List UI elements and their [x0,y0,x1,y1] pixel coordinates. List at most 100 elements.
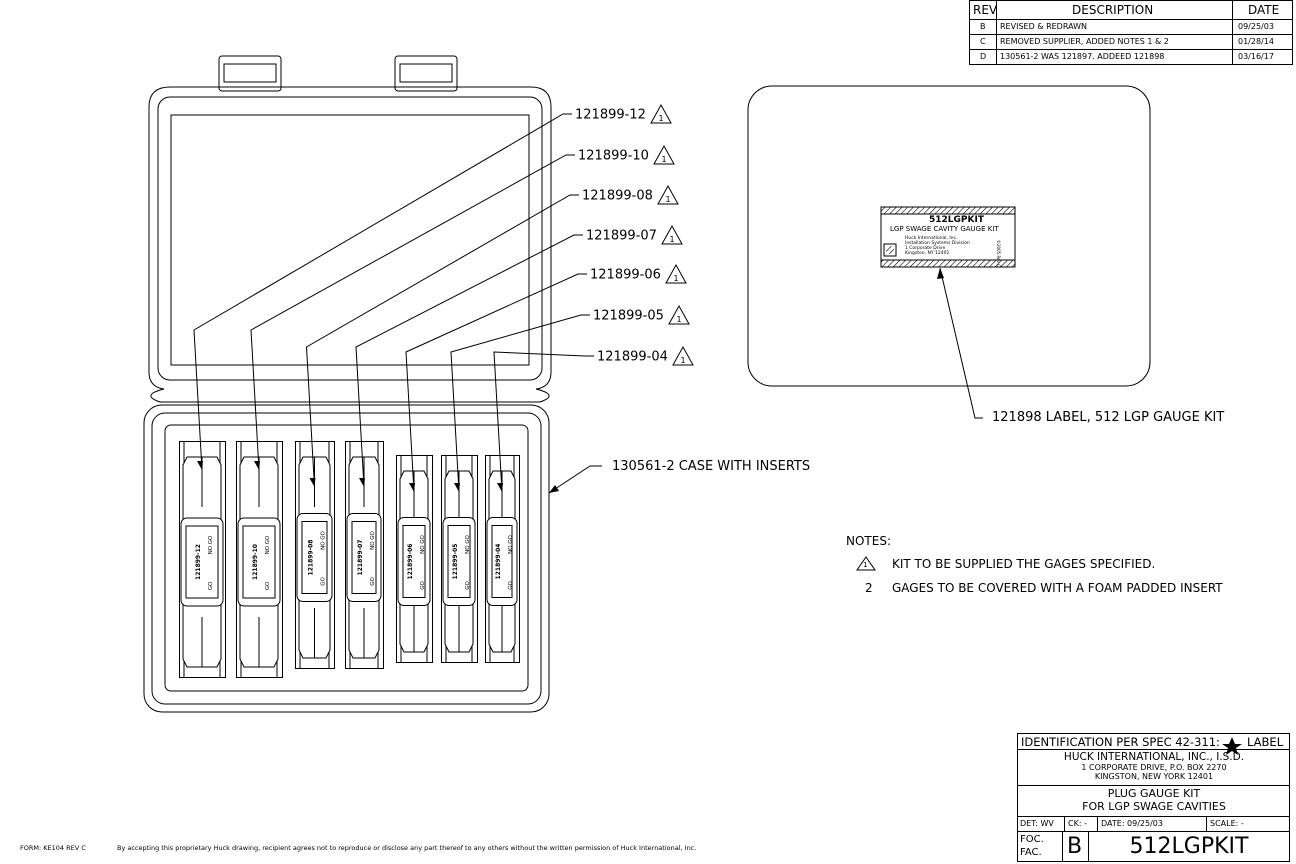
revision-flag-icon [650,103,672,124]
kit-label-line: Installation Systems Division [905,241,970,246]
gauge-5: 121899-06 NO GO GO [396,455,433,663]
company-address-1: 1 CORPORATE DRIVE, P.O. BOX 2270 [1081,763,1227,772]
case-callout: 130561-2 CASE WITH INSERTS [612,459,811,474]
identification-label: LABEL [1247,735,1284,749]
gauge-label-band [442,517,476,606]
case-base [143,404,550,713]
label-leader-line [939,267,983,419]
label-callout: 121898 LABEL, 512 LGP GAUGE KIT [992,410,1225,425]
revision-flag-number: 1 [665,195,670,204]
callout-leader-line [305,194,579,488]
gauge-no-go-label: NO GO [465,534,471,553]
revision-flag-icon [672,345,694,366]
revision-flag-icon [657,184,679,205]
case-leader-line [548,465,602,494]
gauge-go-label: GO [321,577,327,586]
gauge-part-label: 121899-07 [357,540,364,576]
gauge-go-label: GO [508,581,514,590]
note-2-marker: 2 [865,581,873,595]
label-leader-arrow [937,268,944,279]
rev-row-d-rev: D [980,52,987,61]
rev-row-d-date: 03/16/17 [1238,52,1274,61]
identification-spec: IDENTIFICATION PER SPEC 42-311: [1021,735,1220,749]
callout-arrow [359,478,365,487]
callout-arrow [309,478,316,487]
revision-flag-number: 1 [658,114,663,123]
callout-arrow [197,461,203,470]
callout-leader-line [450,314,590,493]
gauge-go-label: GO [370,577,376,586]
kit-label-title: 512LGPKIT [929,215,984,225]
callout-label: 121899-08 [582,189,653,204]
gauge-part-label: 121899-04 [495,544,502,580]
rev-row-c-rev: C [980,37,986,46]
callout-leader-line [405,273,587,493]
gauge-go-label: GO [265,581,271,590]
foc-label: FOC. [1020,834,1044,845]
revision-flag-number: 1 [680,356,685,365]
callout-leader-line [355,234,583,488]
revision-flag-number: 1 [669,235,674,244]
detailer: DET: WV [1020,819,1054,828]
gauge-go-label: GO [420,581,426,590]
star-icon [1222,737,1242,755]
drawing-title-1: PLUG GAUGE KIT [1107,787,1201,800]
callout-3: 121899-08 1 [305,184,679,488]
gauge-part-label: 121899-05 [452,544,459,580]
gauge-label-band [346,513,382,602]
callout-arrow [254,461,260,470]
huck-logo-icon [886,246,894,254]
gauge-7: 121899-04 NO GO GO [485,455,520,663]
callout-label: 121899-04 [597,350,668,365]
callout-leader-line [250,154,575,471]
callout-arrow [497,483,503,492]
company-name: HUCK INTERNATIONAL, INC., I.S.D. [1063,751,1245,763]
gauge-no-go-label: NO GO [420,534,426,553]
title-block-grid [1017,733,1290,862]
gauge-no-go-label: NO GO [265,535,271,554]
label-panel [747,85,1151,387]
company-address-2: KINGSTON, NEW YORK 12401 [1094,772,1214,781]
notes-heading: NOTES: [846,534,891,548]
kit-label-line: Kingston, NY 12401 [905,251,950,256]
revision-flag-icon [661,224,683,245]
gauge-part-label: 121899-06 [407,544,414,580]
date-header: DATE [1248,3,1280,17]
drawing-title-2: FOR LGP SWAGE CAVITIES [1082,800,1226,813]
rev-row-b-date: 09/25/03 [1238,22,1274,31]
callout-label: 121899-12 [575,108,646,123]
gauge-slot [345,441,384,669]
kit-label-side-text: ©2005 Rev C [996,240,1001,267]
rev-row-c-description: REMOVED SUPPLIER, ADDED NOTES 1 & 2 [1000,37,1169,46]
revision-flag-icon [653,144,675,165]
label-hatch-top [880,206,1016,215]
gauge-slot [295,441,335,669]
gauge-go-label: GO [465,581,471,590]
gauge-go-label: GO [208,581,214,590]
drawing-scale: SCALE: - [1210,819,1244,828]
gauge-part-label: 121899-12 [195,544,202,580]
note-2-text: GAGES TO BE COVERED WITH A FOAM PADDED I… [892,581,1223,595]
callout-arrow [409,483,415,492]
part-number: 512LGPKIT [1129,834,1249,859]
gauge-no-go-label: NO GO [508,534,514,553]
gauge-label-band [486,517,518,606]
fac-label: FAC. [1020,847,1042,858]
rev-row-c-date: 01/28/14 [1238,37,1274,46]
rev-header: REV [973,3,998,17]
callout-leader-line [193,113,572,471]
gauge-label-band [296,513,333,602]
gauge-part-label: 121899-08 [308,540,315,576]
callout-leader-line [493,351,594,493]
